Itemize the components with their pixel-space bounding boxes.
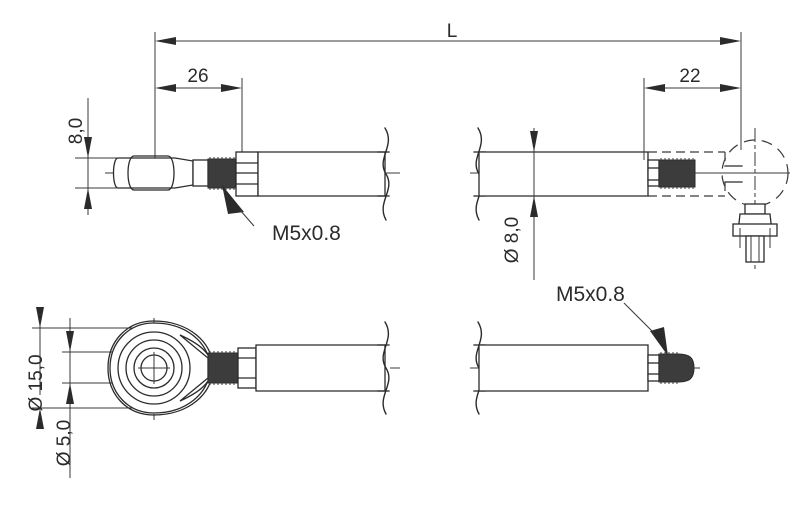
arrowhead-8-0-top (84, 137, 92, 158)
hex-collar-top-left (235, 151, 259, 197)
dimension-left-segment: 26 (155, 66, 243, 158)
view-top-left (105, 127, 400, 227)
arrowhead-22-left (644, 84, 665, 92)
label-thread-callout-top: M5x0.8 (272, 222, 341, 245)
break-line-top-left (382, 127, 390, 221)
arrowhead-15-0-bottom (36, 408, 44, 429)
view-bottom-left (107, 318, 400, 420)
shoulder-top-right (647, 159, 660, 187)
arrowhead-8-0-bottom (84, 188, 92, 209)
view-bottom-right (470, 302, 700, 415)
ball-stud-assembly-top-right (732, 203, 778, 263)
label-thread-callout-bottom: M5x0.8 (556, 283, 625, 306)
dimension-eye-bore-diameter: Ø 5,0 (54, 318, 160, 478)
thread-stud-bottom-right (658, 353, 695, 383)
eye-ring-2-bottom-left (125, 339, 183, 397)
socket-faces-top-right (724, 165, 743, 183)
thread-crests-bottom-left (209, 351, 235, 385)
arrowhead-26-left (155, 84, 176, 92)
dim-label-eye-outer-diameter: Ø 15,0 (26, 354, 47, 411)
dimension-rod-diameter-top-left: 8,0 (66, 98, 128, 215)
view-top-right (470, 98, 790, 272)
leader-arrowhead-thread-top-left (222, 185, 244, 214)
leader-line-thread-top-left (239, 209, 255, 227)
thread-crests-top-right (660, 158, 694, 189)
thread-neck-bottom-left (207, 352, 239, 384)
leader-line-thread-bottom-right (623, 302, 655, 334)
dimension-rod-diameter-top-right: Ø 8,0 (502, 128, 538, 280)
collar-bottom-left (237, 347, 257, 389)
arrowhead-5-0-top (66, 331, 74, 352)
arrowhead-L-right (720, 37, 741, 45)
arrowhead-5-0-bottom (66, 383, 74, 404)
dim-label-eye-bore-diameter: Ø 5,0 (54, 420, 75, 466)
eye-end-slot-top-left (127, 155, 175, 191)
break-line-bottom-left (382, 321, 390, 415)
eye-ring-1-bottom-left (117, 331, 191, 405)
dim-label-22: 22 (679, 66, 700, 87)
leader-arrowhead-thread-bottom-right (650, 327, 668, 356)
arrowhead-26-right (221, 84, 242, 92)
eye-outline-bottom-left (107, 320, 214, 416)
dim-label-overall-length: L (447, 21, 458, 42)
thread-crests-bottom-right (660, 352, 678, 384)
eye-end-blade-top-left (112, 157, 194, 189)
arrowhead-22-right (720, 84, 741, 92)
rod-body-top-left (257, 151, 386, 197)
arrowhead-15-0-top (36, 307, 44, 328)
rod-body-bottom-left (255, 344, 386, 392)
arrowhead-dia-8-0-bottom (530, 196, 538, 217)
dimension-overall-length: L (154, 21, 742, 160)
rod-body-top-right (478, 151, 649, 197)
eye-shank-top-left (192, 159, 209, 187)
thread-stud-top-right (658, 159, 696, 188)
dim-label-26: 26 (187, 66, 208, 87)
dim-label-rod-diameter-top-right: Ø 8,0 (502, 217, 523, 263)
thread-section-top-left (207, 158, 237, 189)
arrowhead-L-left (155, 37, 176, 45)
arrowhead-dia-8-0-top (530, 131, 538, 152)
eye-ring-3-bottom-left (133, 347, 175, 389)
rod-body-bottom-right (478, 344, 649, 392)
dim-label-rod-diameter-top-left: 8,0 (66, 118, 87, 144)
thread-crests-top-left (209, 157, 235, 190)
stud-shank-top-right (745, 235, 765, 263)
stud-neck-top-right (744, 203, 766, 215)
dimension-right-segment: 22 (643, 66, 741, 160)
shoulder-bottom-right (647, 354, 660, 382)
